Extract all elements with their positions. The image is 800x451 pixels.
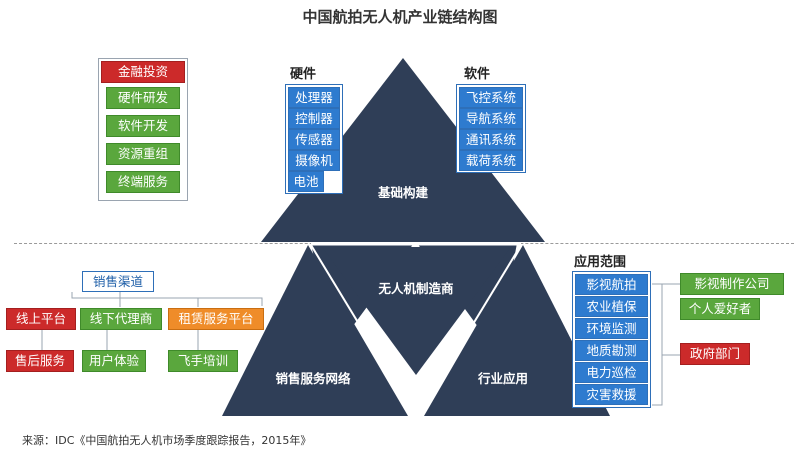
triangle-divider-left bbox=[310, 244, 417, 419]
channel-rental-platform: 租赁服务平台 bbox=[168, 308, 264, 330]
user-hobbyist: 个人爱好者 bbox=[680, 298, 760, 320]
software-item-payload: 载荷系统 bbox=[459, 150, 523, 171]
center-triangle bbox=[322, 247, 511, 375]
foundation-label: 基础构建 bbox=[377, 185, 428, 200]
channel-online-platform: 线上平台 bbox=[6, 308, 76, 330]
application-bracket bbox=[652, 283, 663, 406]
application-item-film: 影视航拍 bbox=[575, 274, 648, 295]
software-item-navigation: 导航系统 bbox=[459, 108, 523, 129]
channel-offline-agent: 线下代理商 bbox=[80, 308, 162, 330]
hardware-heading: 硬件 bbox=[290, 67, 317, 82]
sales-channel-header: 销售渠道 bbox=[82, 271, 154, 292]
finance-header: 金融投资 bbox=[101, 61, 185, 83]
service-pilot-training: 飞手培训 bbox=[168, 350, 238, 372]
application-heading: 应用范围 bbox=[574, 255, 627, 270]
finance-item-hardware-rd: 硬件研发 bbox=[106, 87, 180, 109]
application-item-environment: 环境监测 bbox=[575, 318, 648, 339]
finance-item-software-dev: 软件开发 bbox=[106, 115, 180, 137]
software-heading: 软件 bbox=[464, 67, 491, 82]
lower-left-triangle bbox=[222, 245, 408, 416]
user-government: 政府部门 bbox=[680, 343, 750, 365]
finance-item-resource-restructure: 资源重组 bbox=[106, 143, 180, 165]
hardware-item-sensor: 传感器 bbox=[288, 129, 340, 150]
manufacturer-label: 无人机制造商 bbox=[378, 281, 454, 296]
triangle-divider-right bbox=[415, 244, 522, 419]
hardware-item-camera: 摄像机 bbox=[288, 150, 340, 171]
sales-network-label: 销售服务网络 bbox=[275, 371, 351, 386]
hardware-item-controller: 控制器 bbox=[288, 108, 340, 129]
industry-application-label: 行业应用 bbox=[477, 371, 528, 386]
lower-right-triangle bbox=[424, 245, 610, 416]
top-triangle bbox=[261, 58, 545, 242]
application-item-geology: 地质勘测 bbox=[575, 340, 648, 361]
sales-connector-h bbox=[71, 292, 263, 306]
hardware-item-battery: 电池 bbox=[288, 171, 324, 192]
page-title: 中国航拍无人机产业链结构图 bbox=[302, 8, 498, 26]
service-user-experience: 用户体验 bbox=[82, 350, 146, 372]
source-note: 来源：IDC《中国航拍无人机市场季度跟踪报告，2015年》 bbox=[22, 434, 312, 447]
user-film-company: 影视制作公司 bbox=[680, 273, 784, 295]
application-item-disaster-relief: 灾害救援 bbox=[575, 384, 648, 405]
software-item-flight-control: 飞控系统 bbox=[459, 87, 523, 108]
hardware-item-processor: 处理器 bbox=[288, 87, 340, 108]
software-item-communication: 通讯系统 bbox=[459, 129, 523, 150]
service-after-sales: 售后服务 bbox=[6, 350, 74, 372]
application-item-agriculture: 农业植保 bbox=[575, 296, 648, 317]
finance-item-terminal-service: 终端服务 bbox=[106, 171, 180, 193]
application-item-power-inspection: 电力巡检 bbox=[575, 362, 648, 383]
